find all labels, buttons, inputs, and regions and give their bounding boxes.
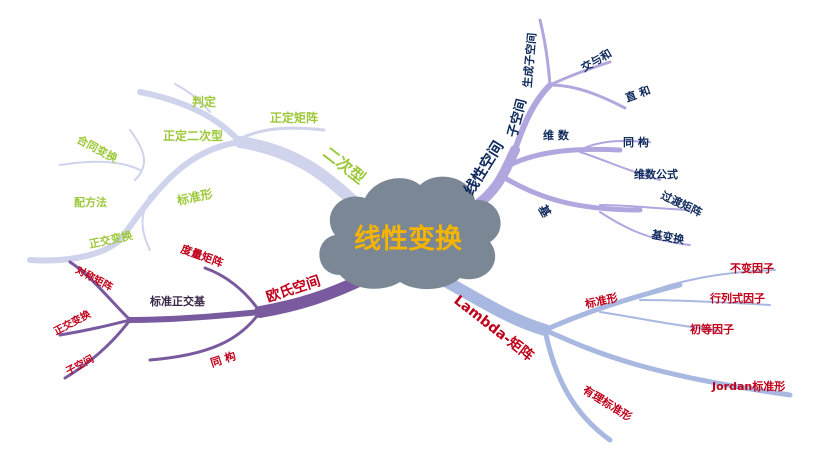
space-branches (465, 18, 691, 246)
quadratic-main-branch (234, 136, 358, 206)
center-cloud: 线性变换 (319, 176, 501, 290)
positive-matrix-label: 正定矩阵 (270, 110, 318, 125)
det-branch (639, 299, 771, 306)
lambda-main-branch (434, 272, 551, 336)
basis-branch (497, 172, 643, 213)
transition-matrix-label: 过渡矩阵 (659, 188, 705, 219)
direct-sum-label: 直 和 (623, 83, 652, 105)
normal-form-l-label: 标准形 (583, 290, 619, 311)
normal-l-branch (542, 282, 683, 333)
positive-branch (137, 89, 243, 145)
iso-space-branch (579, 139, 651, 151)
completion-branch (129, 129, 145, 181)
judge-label: 判定 (192, 94, 216, 109)
generated-subspace-label: 生成子空间 (520, 32, 539, 88)
judge-branch (174, 83, 211, 113)
elementary-branch (599, 311, 716, 331)
congruent-branch (59, 160, 141, 171)
cloud-shape (319, 176, 501, 290)
isomorphism-label: 同 构 (623, 135, 649, 149)
normal-form-label: 标准形 (175, 186, 214, 208)
connector-lines (27, 18, 793, 443)
lambda-branches (434, 269, 793, 443)
center-title: 线性变换 (354, 223, 463, 255)
dimension-branch (507, 146, 623, 168)
basis-change-branch (599, 211, 691, 246)
ortho-trans-branch (58, 318, 132, 337)
direct-sum-branch (548, 83, 627, 110)
elementary-factor-label: 初等因子 (690, 322, 734, 336)
rational-branch (542, 327, 613, 443)
orthogonal-branch (141, 194, 151, 251)
basis-label: 基 (535, 201, 555, 221)
positive-matrix-branch (240, 126, 326, 140)
jordan-form-label: Jordan标准形 (711, 379, 785, 393)
jordan-branch (542, 327, 793, 398)
iso-e-label: 同 构 (209, 349, 238, 370)
generated-subspace-branch (538, 18, 552, 87)
ortho-basis-label: 标准正交基 (149, 294, 206, 308)
subspace-e-branch (63, 318, 132, 380)
euclid-branches (58, 260, 371, 380)
intersection-sum-label: 交与和 (579, 46, 615, 75)
invariant-branch (639, 269, 776, 296)
completion-label: 配方法 (74, 195, 107, 209)
dimension-formula-label: 维数公式 (634, 167, 678, 181)
dim-formula-branch (579, 151, 661, 181)
symmetric-matrix-label: 对称矩阵 (74, 263, 115, 293)
det-factor-label: 行列式因子 (709, 291, 765, 305)
symmetric-branch (68, 260, 132, 322)
intersection-branch (548, 60, 612, 87)
metric-matrix-label: 度量矩阵 (179, 242, 225, 270)
lambda-labels: Lambda-矩阵 标准形 不变因子 行列式因子 初等因子 Jordan标准形 … (451, 261, 786, 424)
invariant-factor-label: 不变因子 (730, 261, 774, 275)
rational-form-label: 有理标准形 (580, 383, 634, 424)
iso-e-branch (148, 310, 262, 362)
ortho-basis-branch (127, 309, 263, 323)
quadratic-branches (27, 83, 358, 264)
dimension-label: 维 数 (543, 128, 570, 142)
basis-change-label: 基变换 (649, 227, 686, 247)
space-title: 线性空间 (460, 138, 507, 198)
transition-branch (599, 204, 691, 211)
metric-branch (203, 266, 262, 314)
subspace-e-label: 子空间 (63, 352, 96, 378)
subspace-branch (512, 82, 553, 153)
positive-definite-label: 正定二次型 (163, 128, 223, 143)
normal-form-branch (27, 139, 243, 264)
